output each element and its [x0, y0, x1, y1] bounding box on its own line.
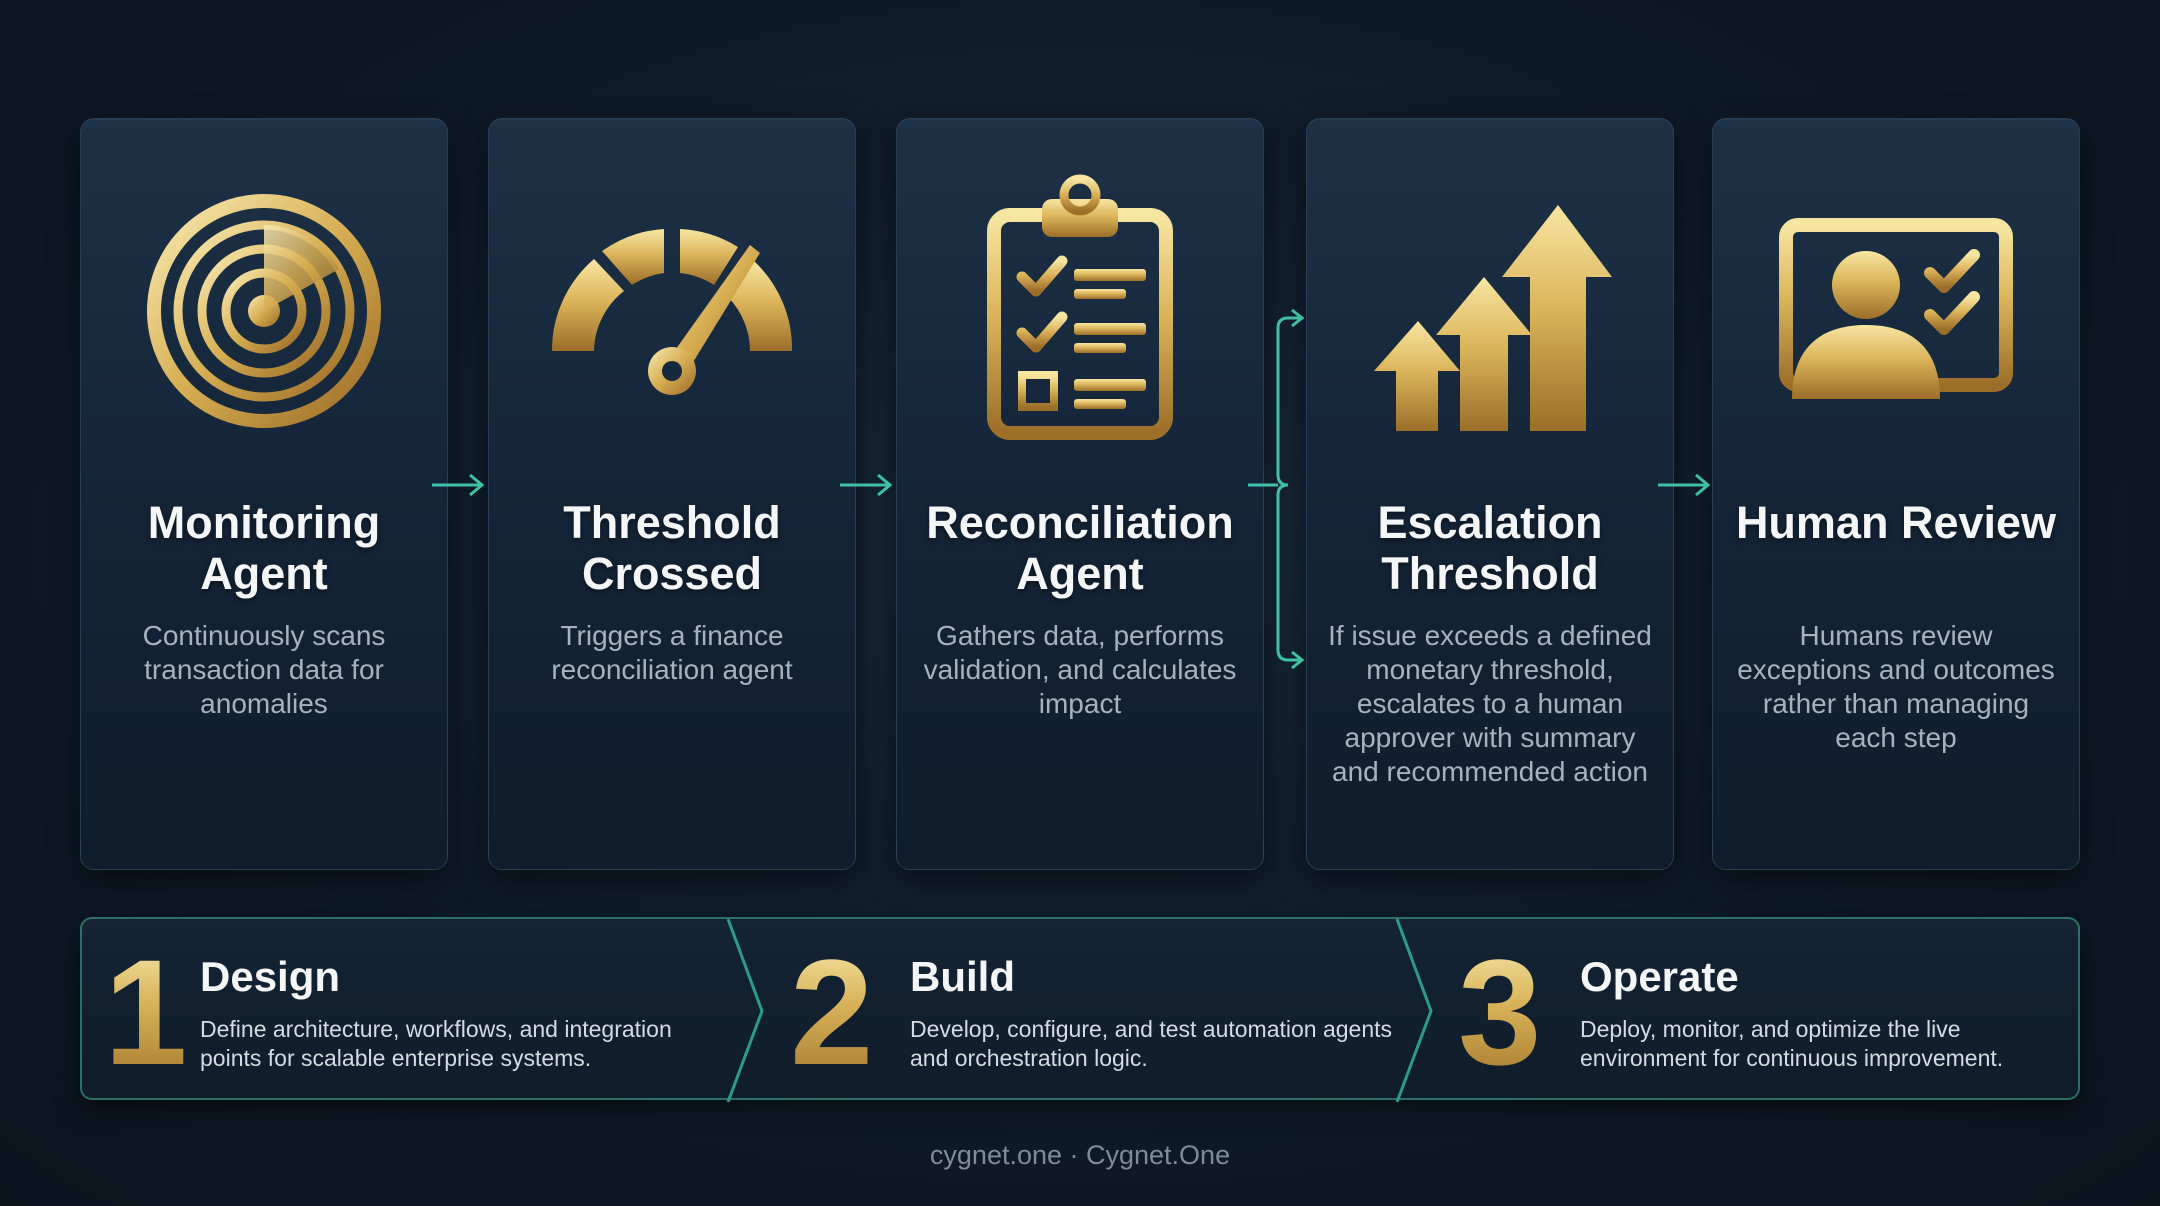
- step-card-monitoring: Monitoring Agent Continuously scans tran…: [80, 118, 448, 870]
- phase-description: Define architecture, workflows, and inte…: [200, 1016, 672, 1071]
- step-description: Gathers data, performs validation, and c…: [923, 620, 1237, 719]
- step-card-threshold: Threshold Crossed Triggers a finance rec…: [488, 118, 856, 870]
- step-title: Reconciliation Agent: [926, 497, 1234, 599]
- phase-name: Design: [200, 953, 341, 1000]
- phases-bar: 1 Design Define architecture, workflows,…: [80, 917, 2080, 1103]
- phase-name: Operate: [1580, 953, 1739, 1000]
- step-card-human-review: Human Review Humans review exceptions an…: [1712, 118, 2080, 870]
- step-description: Continuously scans transaction data for …: [142, 620, 386, 719]
- gauge-icon: [551, 229, 793, 395]
- radar-icon: [147, 194, 381, 428]
- step-card-escalation: Escalation Threshold If issue exceeds a …: [1306, 118, 1674, 870]
- phase-divider-1: [726, 918, 764, 1103]
- branch-connector: [1248, 308, 1305, 670]
- footer-credit: cygnet.one · Cygnet.One: [929, 1140, 1231, 1170]
- step-card-reconciliation: Reconciliation Agent Gathers data, perfo…: [896, 118, 1264, 870]
- phase-divider-2: [1395, 918, 1433, 1103]
- arrow-connector-1: [432, 473, 485, 497]
- phase-description: Deploy, monitor, and optimize the live e…: [1580, 1016, 2004, 1071]
- step-title: Escalation Threshold: [1377, 497, 1603, 599]
- workflow-steps: Monitoring Agent Continuously scans tran…: [80, 118, 2080, 870]
- arrow-connector-3: [1658, 473, 1711, 497]
- person-review-icon: [1779, 218, 2013, 399]
- step-title: Human Review: [1735, 497, 2057, 548]
- step-description: Humans review exceptions and outcomes ra…: [1737, 620, 2055, 753]
- clipboard-checklist-icon: [987, 174, 1173, 440]
- step-description: If issue exceeds a defined monetary thre…: [1328, 620, 1652, 787]
- step-title: Monitoring Agent: [147, 497, 381, 599]
- phase-number: 3: [1458, 928, 1542, 1096]
- phase-number: 1: [104, 928, 188, 1096]
- step-description: Triggers a finance reconciliation agent: [551, 620, 793, 685]
- phase-number: 2: [790, 928, 874, 1096]
- rising-arrows-icon: [1374, 205, 1612, 431]
- step-title: Threshold Crossed: [563, 497, 781, 599]
- phase-build: 2 Build Develop, configure, and test aut…: [790, 919, 1392, 1102]
- phase-name: Build: [910, 953, 1015, 1000]
- phase-design: 1 Design Define architecture, workflows,…: [104, 919, 704, 1102]
- phase-operate: 3 Operate Deploy, monitor, and optimize …: [1458, 919, 2068, 1102]
- phase-description: Develop, configure, and test automation …: [910, 1016, 1393, 1071]
- arrow-connector-2: [840, 473, 893, 497]
